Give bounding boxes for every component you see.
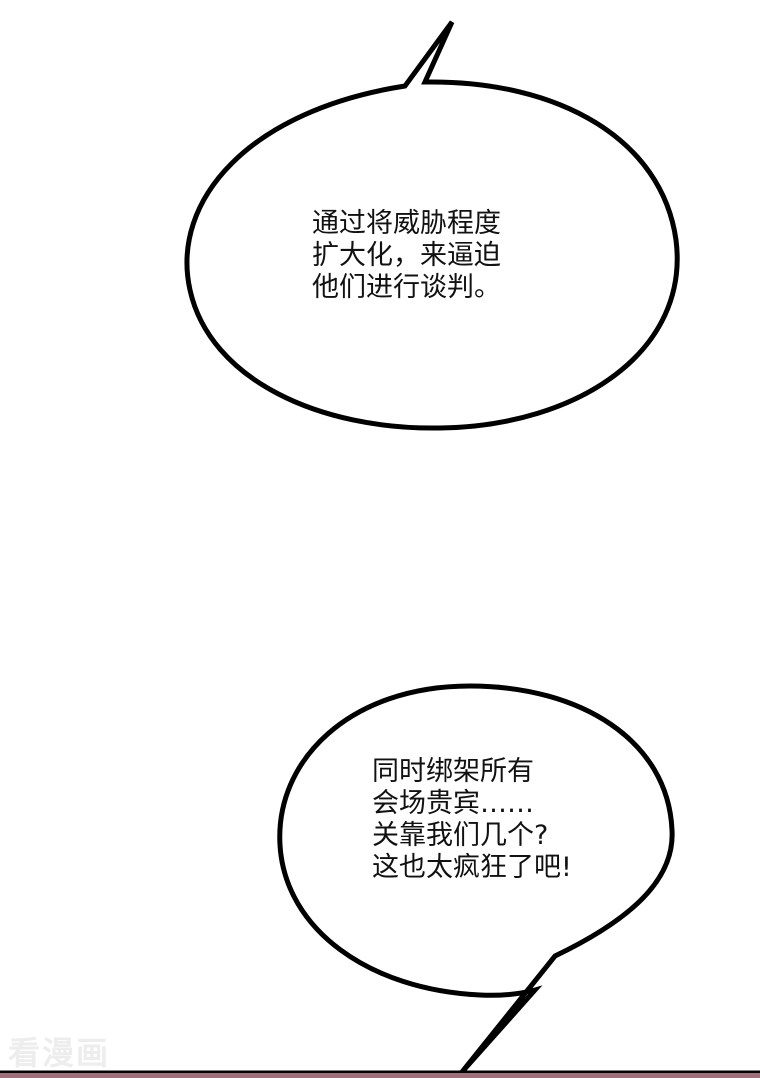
text-line: 这也太疯狂了吧!: [372, 852, 572, 883]
speech-bubble-1: [184, 20, 680, 431]
bubble-2-text: 同时绑架所有 会场贵宾…… 关靠我们几个? 这也太疯狂了吧!: [372, 756, 572, 884]
text-line: 通过将威胁程度: [312, 208, 501, 239]
text-line: 扩大化，来逼迫: [312, 240, 501, 271]
watermark: 看漫画: [8, 1034, 111, 1072]
text-line: 会场贵宾……: [372, 788, 534, 819]
text-line: 他们进行谈判。: [312, 272, 501, 303]
text-line: 关靠我们几个?: [372, 820, 549, 851]
next-panel-edge: [0, 1073, 760, 1078]
text-line: 同时绑架所有: [372, 756, 534, 787]
speech-bubble-2: [277, 683, 675, 1074]
bubble-1-text: 通过将威胁程度 扩大化，来逼迫 他们进行谈判。: [312, 208, 501, 304]
